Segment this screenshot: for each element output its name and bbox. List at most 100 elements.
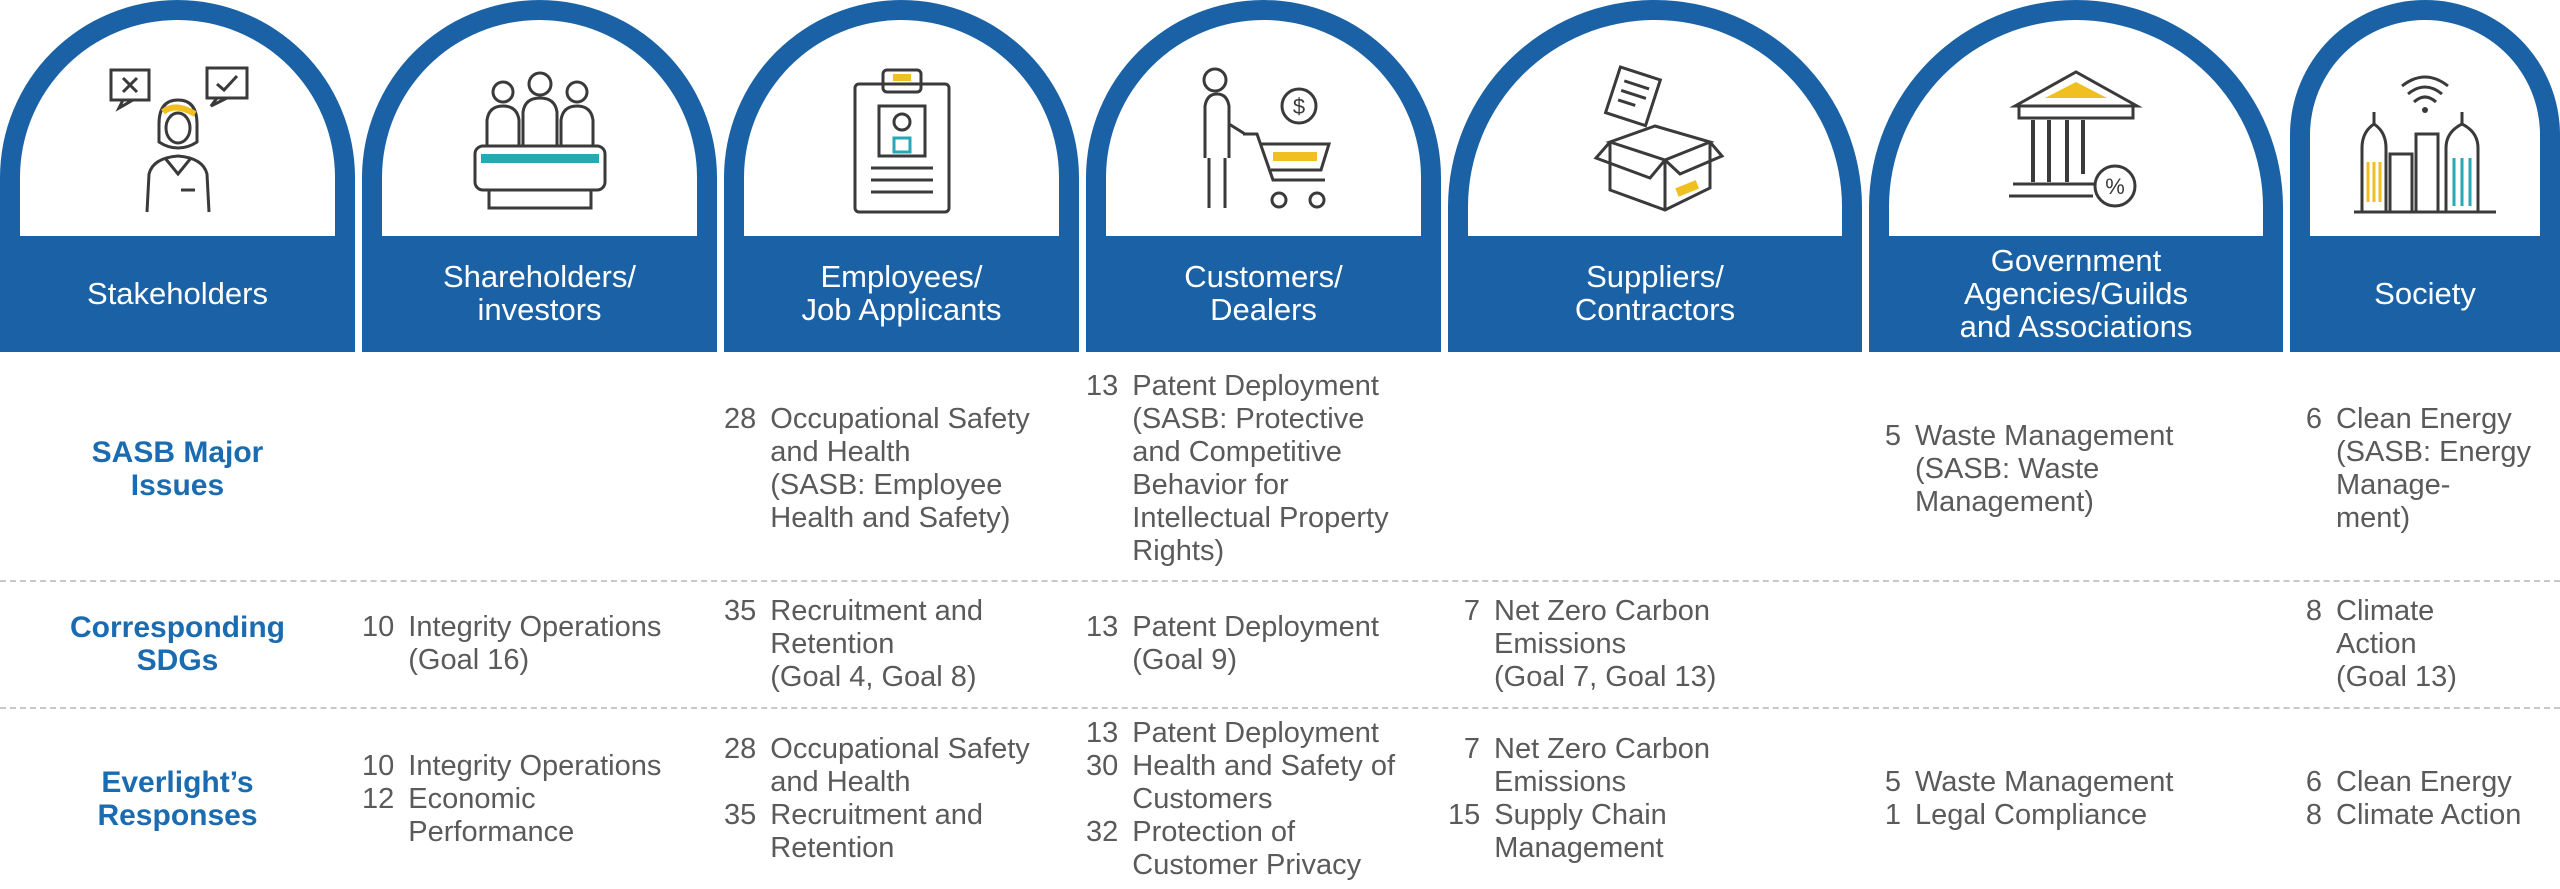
issue-text: Health and Safety of Customers — [1132, 749, 1396, 815]
list-item: 28 Occupational Safety and Health — [724, 733, 1075, 799]
issue-number: 35 — [724, 799, 757, 831]
stakeholder-column-header: Society — [2290, 0, 2560, 352]
list-item: 6 Clean Energy (SASB: Energy Manage- ment… — [2290, 403, 2556, 535]
svg-text:%: % — [2105, 174, 2125, 199]
issue-number: 6 — [2305, 766, 2322, 798]
list-item: 35 Recruitment and Retention (Goal 4, Goa… — [724, 595, 1075, 694]
issue-text: Patent Deployment — [1132, 716, 1379, 749]
issue-text: Patent Deployment (Goal 9) — [1132, 611, 1379, 676]
arch-background — [2290, 0, 2560, 352]
issue-number: 28 — [724, 403, 757, 435]
shopping-cart-icon: $ — [1202, 67, 1331, 209]
issue-number: 7 — [1463, 733, 1480, 765]
issue-text: Occupational Safety and Health — [770, 733, 1030, 798]
issue-text: Net Zero Carbon Emissions — [1494, 733, 1710, 798]
header-label: Customers/ Dealers — [1184, 259, 1343, 327]
issue-text: Patent Deployment (SASB: Protective and … — [1132, 370, 1389, 567]
table-cell: 6 Clean Energy (SASB: Energy Manage- ment… — [2290, 360, 2556, 578]
stakeholder-column-header: % Government Agencies/Guilds and Associa… — [1869, 0, 2283, 352]
list-item: 7 Net Zero Carbon Emissions — [1448, 733, 1858, 799]
table-cell — [1448, 360, 1858, 578]
header-label: Suppliers/ Contractors — [1574, 259, 1736, 327]
issue-text: Legal Compliance — [1915, 799, 2148, 831]
list-item: 6 Clean Energy — [2290, 766, 2556, 799]
issue-number: 10 — [362, 749, 395, 782]
row-label-sasb: SASB Major Issues — [91, 436, 264, 502]
list-item: 13 Patent Deployment (SASB: Protective an… — [1086, 370, 1437, 568]
issue-text: Clean Energy — [2336, 766, 2512, 798]
svg-text:$: $ — [1292, 94, 1304, 119]
arch-background — [1448, 0, 1862, 352]
issue-number: 13 — [1086, 370, 1119, 402]
header-label: Shareholders/ investors — [442, 259, 636, 327]
issue-number: 7 — [1463, 594, 1480, 627]
stakeholder-column-header: Employees/ Job Applicants — [724, 0, 1079, 352]
issue-number: 12 — [362, 782, 395, 815]
issue-text: Climate Action — [2336, 799, 2522, 831]
stakeholder-column-header: $ Customers/ Dealers — [1086, 0, 1441, 352]
resume-clipboard-icon — [853, 68, 950, 214]
issue-text: Protection of Customer Privacy — [1132, 815, 1362, 881]
issue-text: Waste Management — [1915, 766, 2174, 798]
row-label-sdgs: Corresponding SDGs — [70, 611, 285, 677]
table-cell: 7 Net Zero Carbon Emissions (Goal 7, Goal… — [1448, 582, 1858, 706]
row-divider — [0, 580, 2560, 582]
issue-text: Recruitment and Retention (Goal 4, Goal … — [770, 594, 984, 693]
list-item: 8 Climate Action (Goal 13) — [2290, 595, 2556, 694]
issue-number: 28 — [724, 733, 757, 765]
table-cell: 5 Waste Management 1 Legal Compliance — [1869, 710, 2279, 888]
government-building-icon: % — [2009, 70, 2143, 208]
list-item: 28 Occupational Safety and Health (SASB: … — [724, 403, 1075, 535]
issue-number: 5 — [1884, 766, 1901, 798]
list-item: 12 Economic Performance — [362, 783, 713, 849]
issue-number: 5 — [1884, 419, 1901, 452]
table-cell: 13 Patent Deployment (Goal 9) — [1086, 582, 1437, 706]
table-cell: 28 Occupational Safety and Health (SASB: … — [724, 360, 1075, 578]
issue-text: Clean Energy (SASB: Energy Manage- ment) — [2336, 403, 2532, 534]
arch-background — [1869, 0, 2283, 352]
issue-text: Supply Chain Management — [1494, 799, 1667, 864]
row-label-responses: Everlight’s Responses — [97, 766, 258, 832]
list-item: 5 Waste Management — [1869, 766, 2279, 799]
arch-background — [724, 0, 1079, 352]
issue-text: Climate Action (Goal 13) — [2336, 594, 2457, 693]
issue-text: Integrity Operations (Goal 16) — [408, 611, 662, 676]
stakeholder-column-header: Suppliers/ Contractors — [1448, 0, 1862, 352]
issue-text: Economic Performance — [408, 782, 575, 848]
arch-background — [362, 0, 717, 352]
issue-number: 13 — [1086, 716, 1119, 749]
header-label: Society — [2374, 275, 2476, 311]
issue-text: Occupational Safety and Health (SASB: Em… — [770, 403, 1030, 534]
stakeholder-person-icon — [109, 66, 248, 213]
list-item: 13 Patent Deployment (Goal 9) — [1086, 611, 1437, 677]
issue-text: Waste Management (SASB: Waste Management… — [1915, 419, 2174, 518]
table-cell: 13 Patent Deployment (SASB: Protective an… — [1086, 360, 1437, 578]
city-skyline-icon — [2354, 75, 2496, 214]
table-cell — [362, 360, 713, 578]
issue-number: 6 — [2305, 403, 2322, 435]
list-item: 13 Patent Deployment — [1086, 717, 1437, 750]
list-item: 5 Waste Management (SASB: Waste Managemen… — [1869, 420, 2279, 519]
shareholders-meeting-icon — [473, 71, 606, 210]
table-cell: 5 Waste Management (SASB: Waste Managemen… — [1869, 360, 2279, 578]
stakeholder-column-header: Shareholders/ investors — [362, 0, 717, 352]
table-cell: 8 Climate Action (Goal 13) — [2290, 582, 2556, 706]
header-label: Employees/ Job Applicants — [801, 259, 1002, 327]
issue-number: 8 — [2305, 594, 2322, 627]
issue-number: 1 — [1884, 799, 1901, 831]
package-box-icon — [1593, 65, 1725, 212]
arch-background — [1086, 0, 1441, 352]
issue-number: 35 — [724, 594, 757, 627]
issue-number: 13 — [1086, 611, 1119, 643]
issue-text: Net Zero Carbon Emissions (Goal 7, Goal … — [1494, 594, 1717, 693]
list-item: 1 Legal Compliance — [1869, 799, 2279, 832]
